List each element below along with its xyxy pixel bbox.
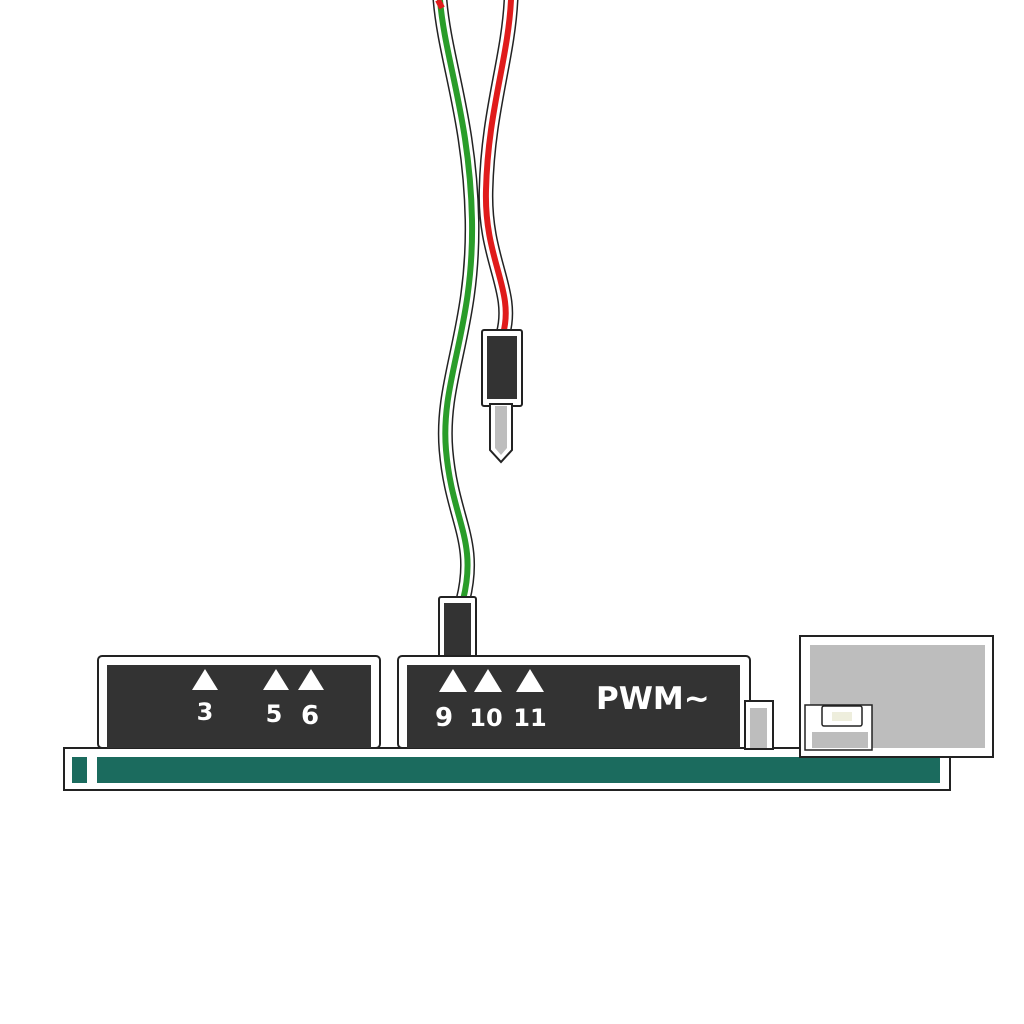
pin-label-9: 9	[435, 703, 453, 733]
header-left: 3 5 6	[97, 655, 381, 749]
pwm-marker-icon	[474, 669, 502, 692]
pwm-marker-icon	[516, 669, 544, 692]
green-wire-connector[interactable]	[438, 596, 477, 660]
pwm-marker-icon	[192, 669, 218, 690]
header-right: 9 10 11 PWM~	[397, 655, 751, 749]
pwm-marker-icon	[263, 669, 289, 690]
pin-label-11: 11	[513, 704, 546, 732]
pin-label-3: 3	[197, 698, 214, 726]
pwm-label: PWM~	[596, 681, 710, 717]
pin-label-6: 6	[301, 701, 319, 731]
green-wire[interactable]	[432, 0, 480, 608]
header-end-component	[744, 700, 774, 750]
pin-label-10: 10	[469, 704, 502, 732]
pwm-marker-icon	[298, 669, 324, 690]
pin-label-5: 5	[266, 700, 283, 728]
red-wire-connector[interactable]	[481, 329, 523, 407]
red-wire[interactable]	[478, 0, 519, 342]
circuit-board	[63, 747, 951, 791]
usb-connector	[799, 635, 994, 758]
pwm-marker-icon	[439, 669, 467, 692]
red-wire-pin	[489, 403, 513, 464]
